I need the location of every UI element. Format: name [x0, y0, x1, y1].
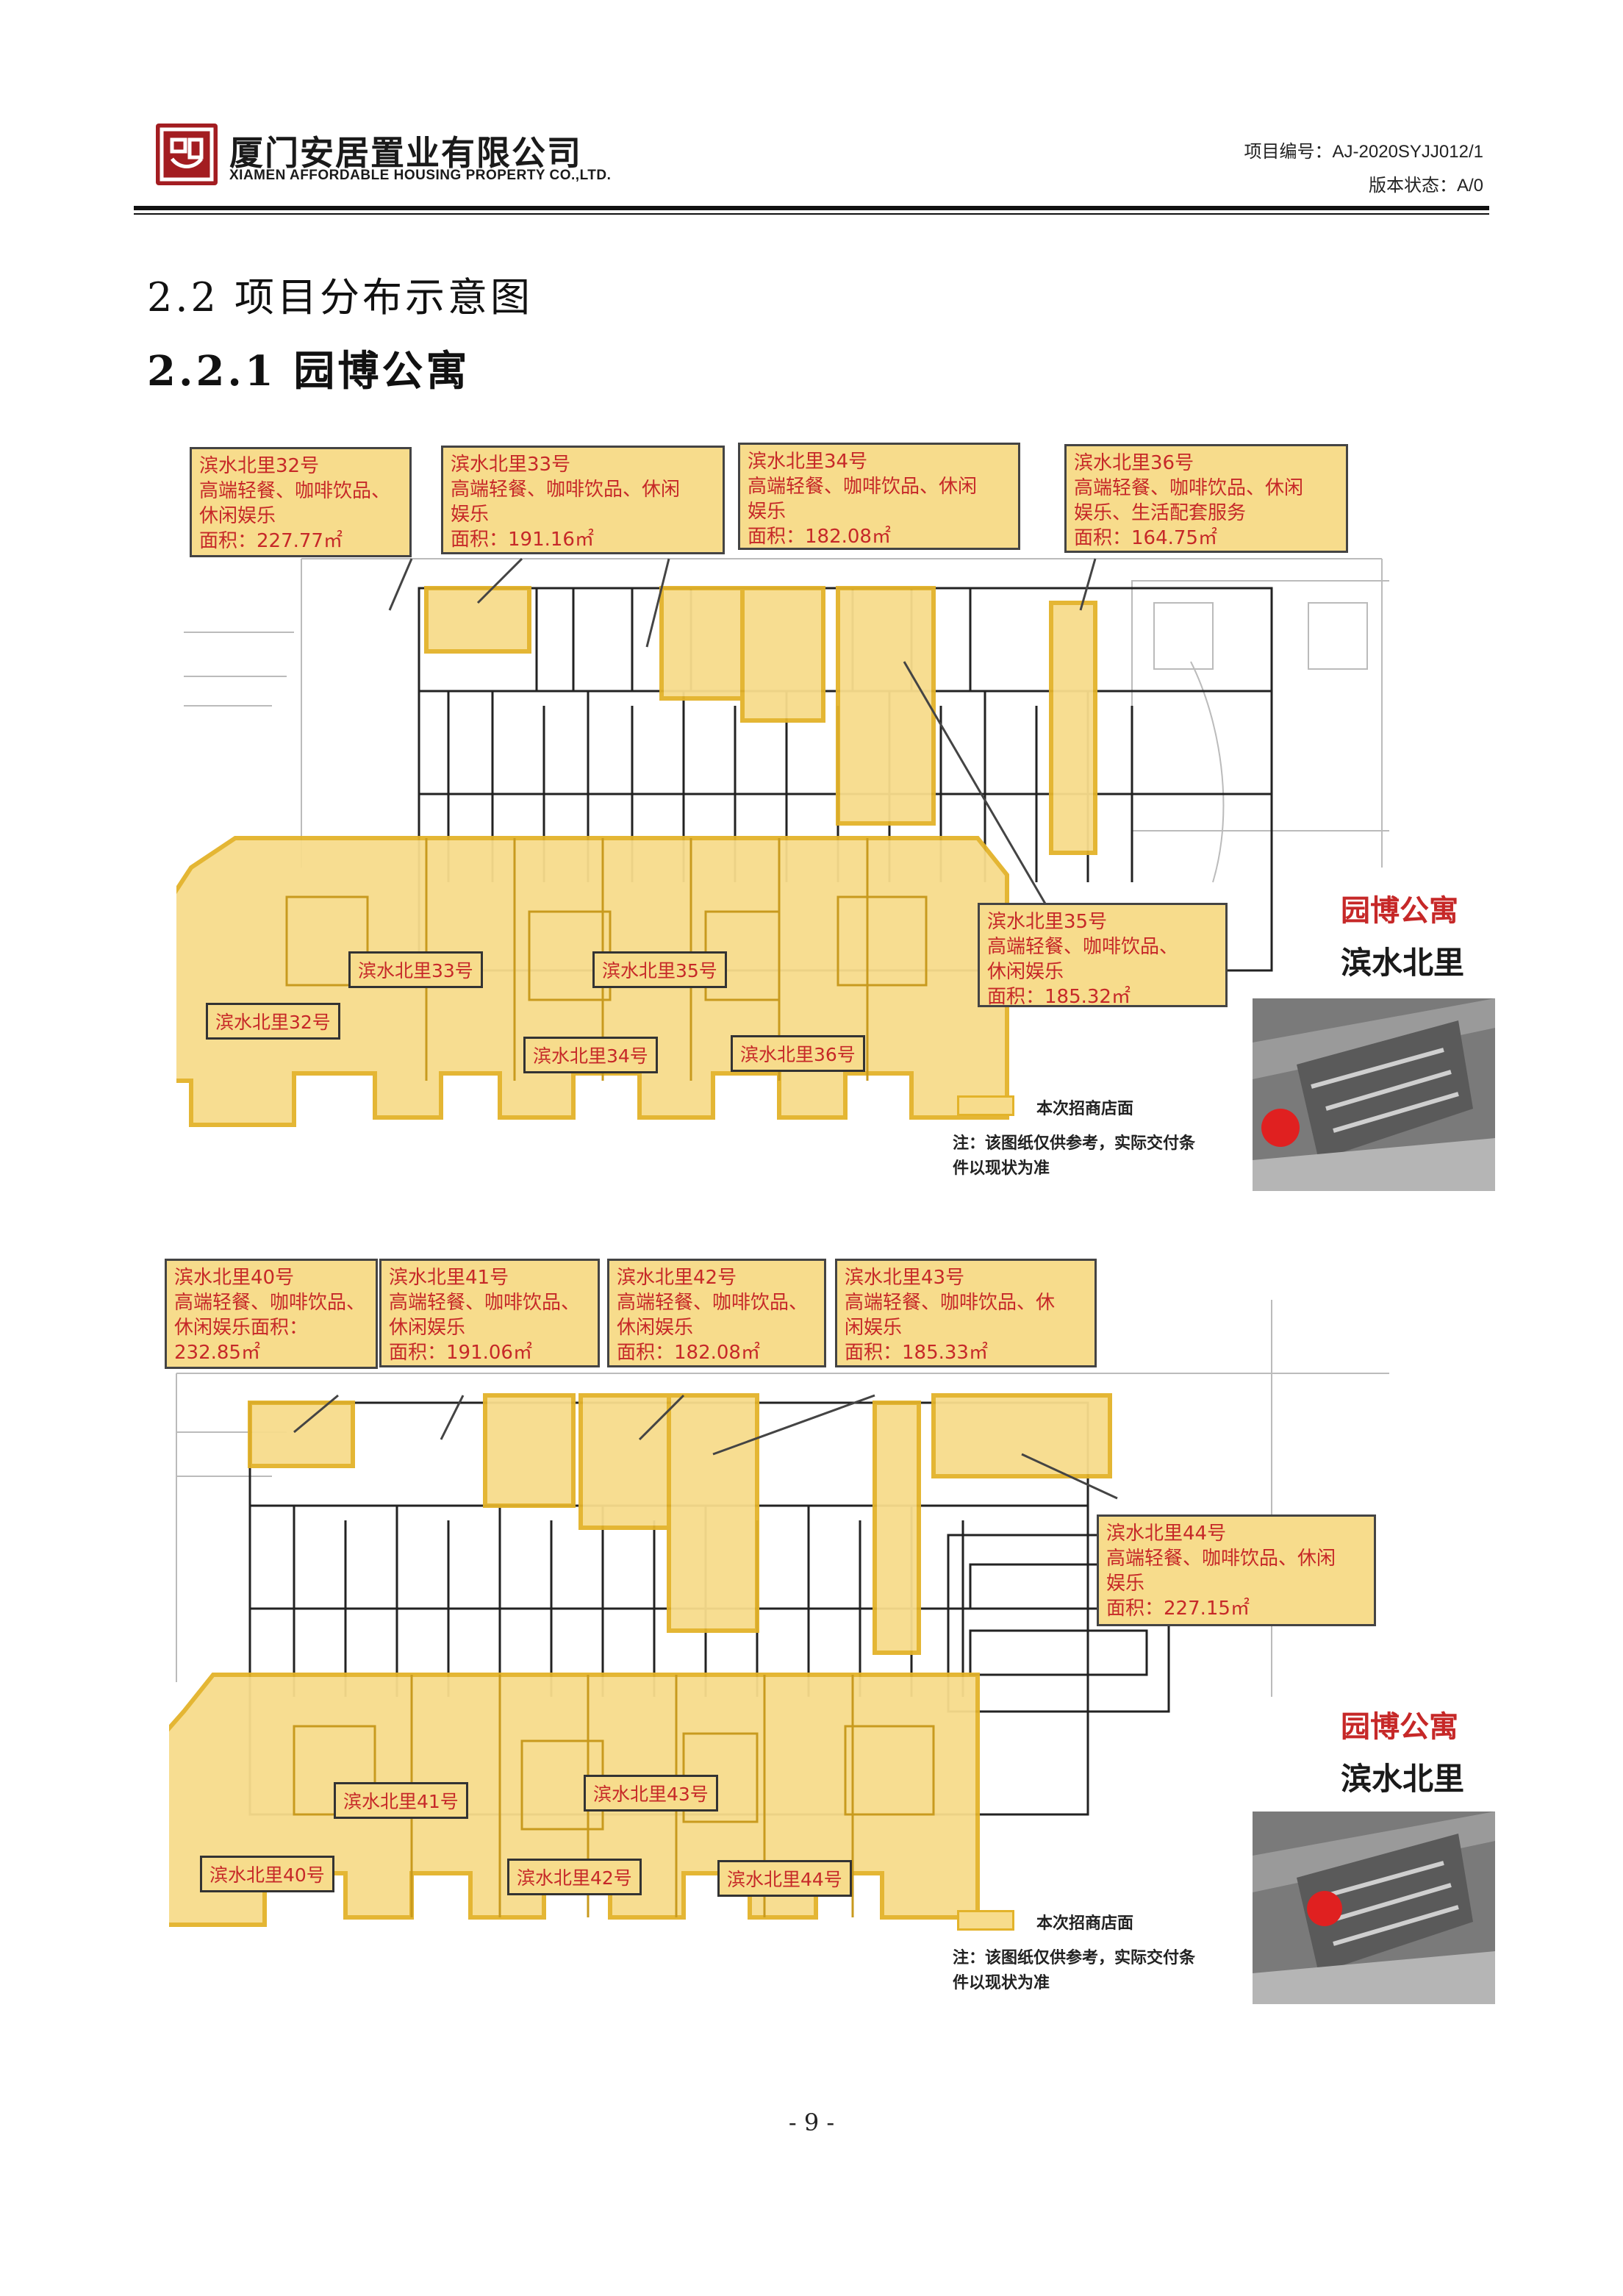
legend-label: 本次招商店面: [1036, 1914, 1134, 1932]
callout-unit-43: 滨水北里43号 高端轻餐、咖啡饮品、休 闲娱乐 面积：185.33㎡: [835, 1259, 1097, 1367]
callout-line: 高端轻餐、咖啡饮品、休闲: [1106, 1548, 1336, 1570]
callout-line: 高端轻餐、咖啡饮品、: [199, 480, 391, 502]
callout-unit-36: 滨水北里36号 高端轻餐、咖啡饮品、休闲 娱乐、生活配套服务 面积：164.75…: [1064, 444, 1348, 553]
brand-name: 园博公寓: [1341, 1710, 1458, 1744]
callout-line: 232.85㎡: [174, 1342, 260, 1364]
callout-line: 娱乐: [451, 504, 490, 526]
callout-line: 高端轻餐、咖啡饮品、休闲: [451, 479, 681, 501]
callout-line: 滨水北里44号: [1106, 1523, 1227, 1545]
note-line-1: 注：该图纸仅供参考，实际交付条: [953, 1948, 1196, 1967]
callout-line: 滨水北里35号: [987, 911, 1108, 933]
callout-unit-41: 滨水北里41号 高端轻餐、咖啡饮品、 休闲娱乐 面积：191.06㎡: [379, 1259, 600, 1367]
callout-line: 面积：164.75㎡: [1074, 527, 1217, 549]
callout-line: 面积：182.08㎡: [748, 526, 891, 548]
callout-line: 面积：227.77㎡: [199, 530, 343, 552]
note-line-2: 件以现状为准: [953, 1973, 1050, 1992]
header-rule: [134, 206, 1489, 210]
callout-line: 滨水北里42号: [617, 1267, 737, 1289]
callout-line: 高端轻餐、咖啡饮品、休闲: [1074, 477, 1304, 499]
callout-line: 面积：227.15㎡: [1106, 1598, 1250, 1620]
callout-line: 滨水北里43号: [845, 1267, 965, 1289]
callout-line: 休闲娱乐面积：: [174, 1317, 309, 1339]
legend-swatch: [957, 1095, 1014, 1116]
company-name-en: XIAMEN AFFORDABLE HOUSING PROPERTY CO.,L…: [229, 168, 612, 183]
note-line-1: 注：该图纸仅供参考，实际交付条: [953, 1134, 1196, 1152]
section-title: 2.2 项目分布示意图: [147, 274, 534, 321]
callout-line: 休闲娱乐: [987, 961, 1064, 983]
callout-line: 休闲娱乐: [617, 1317, 694, 1339]
section-subtitle: 2.2.1 园博公寓: [147, 347, 470, 396]
unit-label-34: 滨水北里34号: [523, 1037, 658, 1073]
brand-sub: 滨水北里: [1341, 1761, 1465, 1797]
project-number: 项目编号：AJ-2020SYJJ012/1: [1244, 142, 1483, 162]
callout-line: 闲娱乐: [845, 1317, 903, 1339]
callout-line: 休闲娱乐: [389, 1317, 466, 1339]
unit-label-42: 滨水北里42号: [507, 1859, 642, 1895]
header-rule-thin: [134, 213, 1489, 215]
callout-line: 高端轻餐、咖啡饮品、休闲: [748, 476, 978, 498]
unit-label-35: 滨水北里35号: [592, 951, 727, 988]
aerial-map-drawing: [1253, 1812, 1495, 2004]
unit-label-33: 滨水北里33号: [348, 951, 483, 988]
logo-mark-icon: [160, 127, 214, 182]
callout-unit-40: 滨水北里40号 高端轻餐、咖啡饮品、 休闲娱乐面积： 232.85㎡: [165, 1259, 378, 1369]
version-status: 版本状态：A/0: [1368, 176, 1483, 196]
legend-swatch: [957, 1910, 1014, 1931]
brand-name: 园博公寓: [1341, 894, 1458, 928]
callout-line: 滨水北里41号: [389, 1267, 509, 1289]
callout-unit-42: 滨水北里42号 高端轻餐、咖啡饮品、 休闲娱乐 面积：182.08㎡: [607, 1259, 826, 1367]
company-logo: [156, 124, 218, 185]
callout-line: 面积：185.33㎡: [845, 1342, 988, 1364]
callout-line: 高端轻餐、咖啡饮品、: [174, 1292, 366, 1314]
page-number: - 9 -: [788, 2109, 835, 2136]
aerial-map: [1253, 1812, 1495, 2004]
callout-unit-35: 滨水北里35号 高端轻餐、咖啡饮品、 休闲娱乐 面积：185.32㎡: [978, 903, 1228, 1008]
unit-label-40: 滨水北里40号: [200, 1856, 334, 1892]
company-name-cn: 厦门安居置业有限公司: [229, 133, 582, 173]
callout-line: 滨水北里32号: [199, 455, 320, 477]
unit-label-36: 滨水北里36号: [731, 1035, 865, 1072]
aerial-map-drawing: [1253, 998, 1495, 1191]
callout-line: 面积：191.06㎡: [389, 1342, 532, 1364]
callout-line: 高端轻餐、咖啡饮品、休: [845, 1292, 1056, 1314]
callout-line: 高端轻餐、咖啡饮品、: [987, 936, 1179, 958]
callout-line: 娱乐: [748, 501, 787, 523]
callout-line: 高端轻餐、咖啡饮品、: [389, 1292, 581, 1314]
unit-label-32: 滨水北里32号: [206, 1003, 340, 1040]
brand-sub: 滨水北里: [1341, 945, 1465, 981]
callout-line: 滨水北里34号: [748, 451, 868, 473]
callout-line: 高端轻餐、咖啡饮品、: [617, 1292, 809, 1314]
aerial-map: [1253, 998, 1495, 1191]
callout-line: 面积：191.16㎡: [451, 529, 594, 551]
callout-line: 滨水北里36号: [1074, 452, 1194, 474]
callout-line: 面积：185.32㎡: [987, 986, 1131, 1008]
callout-unit-44: 滨水北里44号 高端轻餐、咖啡饮品、休闲 娱乐 面积：227.15㎡: [1097, 1514, 1376, 1626]
unit-label-44: 滨水北里44号: [717, 1860, 852, 1897]
callout-unit-32: 滨水北里32号 高端轻餐、咖啡饮品、 休闲娱乐 面积：227.77㎡: [190, 447, 412, 557]
callout-unit-33: 滨水北里33号 高端轻餐、咖啡饮品、休闲 娱乐 面积：191.16㎡: [441, 446, 725, 554]
note-line-2: 件以现状为准: [953, 1159, 1050, 1177]
callout-line: 滨水北里33号: [451, 454, 571, 476]
callout-line: 滨水北里40号: [174, 1267, 295, 1289]
callout-line: 娱乐: [1106, 1573, 1145, 1595]
legend-label: 本次招商店面: [1036, 1099, 1134, 1117]
callout-line: 休闲娱乐: [199, 505, 276, 527]
callout-line: 面积：182.08㎡: [617, 1342, 760, 1364]
callout-unit-34: 滨水北里34号 高端轻餐、咖啡饮品、休闲 娱乐 面积：182.08㎡: [738, 443, 1020, 550]
unit-label-41: 滨水北里41号: [334, 1782, 468, 1819]
unit-label-43: 滨水北里43号: [584, 1775, 718, 1812]
callout-line: 娱乐、生活配套服务: [1074, 502, 1247, 524]
